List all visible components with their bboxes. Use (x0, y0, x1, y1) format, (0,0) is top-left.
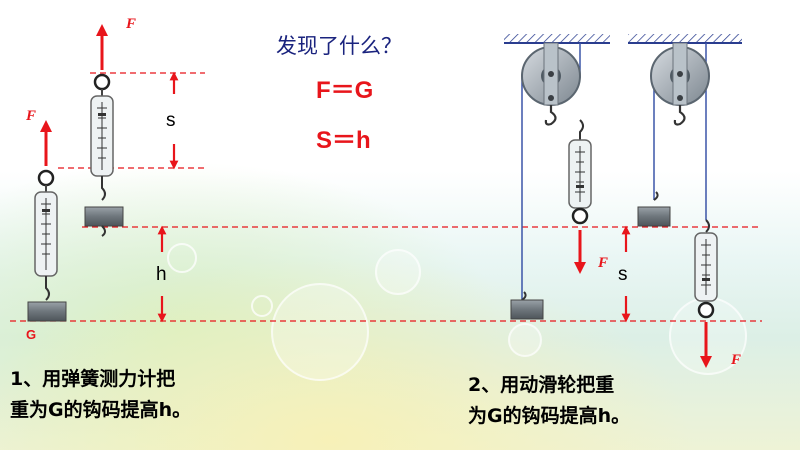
background-bubbles (167, 243, 747, 381)
spring-scale-lower (27, 120, 67, 322)
caption-spring-scale-line1: 1、用弹簧测力计把 (10, 368, 176, 390)
equation-force: F＝G (316, 77, 374, 104)
movable-pulley-raised (637, 42, 718, 368)
spring-scale-raised (84, 24, 124, 237)
equation-distance: S＝h (316, 127, 371, 154)
caption-movable-pulley-line1: 2、用动滑轮把重 (468, 374, 615, 396)
force-label-pulley-raised: F (731, 352, 742, 368)
caption-movable-pulley: 2、用动滑轮把重 为G的钩码提高h。 (468, 370, 630, 432)
weight-label: G (26, 327, 37, 342)
question-heading: 发现了什么？ (276, 34, 402, 58)
caption-spring-scale: 1、用弹簧测力计把 重为G的钩码提高h。 (10, 364, 191, 426)
force-label-pulley-lower: F (598, 255, 609, 271)
reference-lines (10, 72, 762, 322)
force-label-raised: F (126, 16, 137, 32)
distance-arrows-left (157, 71, 179, 323)
caption-movable-pulley-line2: 为G的钩码提高h。 (468, 405, 631, 427)
caption-spring-scale-line2: 重为G的钩码提高h。 (10, 399, 192, 421)
force-label-lower: F (26, 108, 37, 124)
movable-pulley-lower (510, 42, 592, 320)
h-label: h (156, 264, 167, 285)
s-label-left: s (166, 110, 176, 131)
s-label-right: s (618, 264, 628, 285)
ceiling-supports (504, 34, 742, 44)
